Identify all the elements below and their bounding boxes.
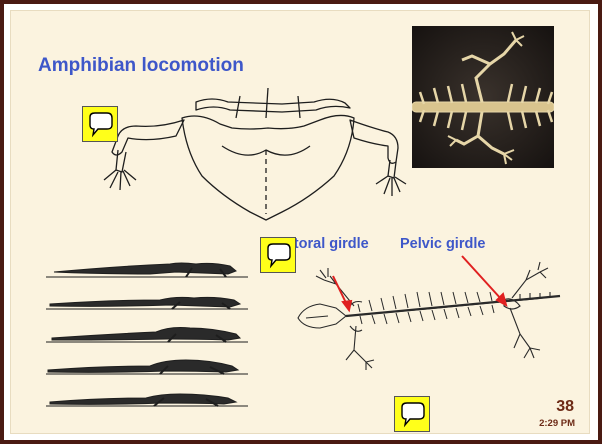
pelvic-girdle-label: Pelvic girdle xyxy=(400,236,485,252)
speech-bubble-icon xyxy=(395,397,429,431)
comment-icon[interactable] xyxy=(260,237,296,273)
slide-number: 38 xyxy=(556,398,574,416)
comment-icon[interactable] xyxy=(82,106,118,142)
slide-time: 2:29 PM xyxy=(539,418,575,429)
speech-bubble-icon xyxy=(83,107,117,141)
comment-icon[interactable] xyxy=(394,396,430,432)
skeleton-photo-art xyxy=(412,26,554,168)
frog-skeleton-illustration xyxy=(104,88,406,220)
skeleton-photo xyxy=(412,26,554,168)
salamander-side-views-illustration xyxy=(46,263,248,406)
speech-bubble-icon xyxy=(261,238,295,272)
slide-title: Amphibian locomotion xyxy=(38,55,244,77)
salamander-skeleton-top-view-illustration xyxy=(298,262,560,370)
